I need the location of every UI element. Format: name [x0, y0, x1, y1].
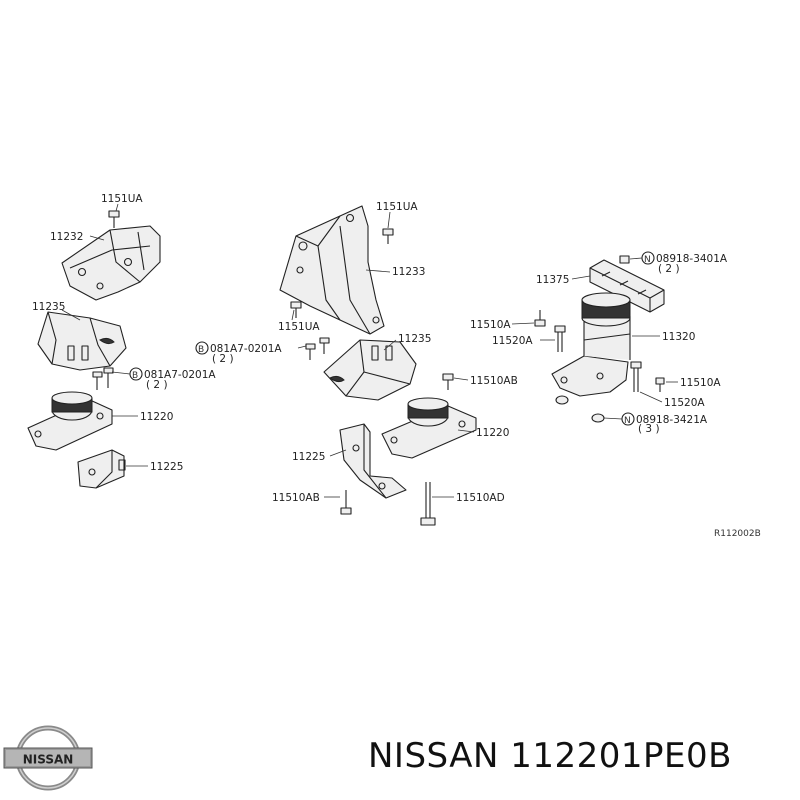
- bolt-1151UA-center-bottom: [290, 301, 302, 318]
- bolt-11510A-upper: [534, 310, 546, 327]
- bracket-11375: [589, 259, 665, 313]
- bracket-11233: [279, 205, 385, 335]
- label-11510AB-lower: 11510AB: [272, 492, 320, 504]
- bolt-11510AB-lower: [340, 490, 352, 515]
- bolt-11510AB-upper: [442, 373, 454, 390]
- nut-08918-3421A: [591, 413, 605, 423]
- nut-lower-left: [555, 395, 569, 405]
- label-1151UA-center-bottom: 1151UA: [278, 321, 320, 333]
- label-11235-center: 11235: [398, 333, 431, 345]
- label-081A7-center: 081A7-0201A: [210, 343, 282, 355]
- bolts-081A7-center: [305, 337, 330, 360]
- label-11375: 11375: [536, 274, 569, 286]
- label-11520A-upper: 11520A: [492, 335, 533, 347]
- label-081A7-left: 081A7-0201A: [144, 369, 216, 381]
- label-qty-lower-nut: ( 3 ): [638, 423, 660, 435]
- label-08918-3401A: 08918-3401A: [656, 253, 728, 265]
- stud-11520A-lower: [630, 361, 642, 392]
- bolt-1151UA-center-top: [382, 228, 394, 244]
- b-symbol-icon-center: [195, 341, 209, 355]
- label-11320: 11320: [662, 331, 695, 343]
- label-11510AB-upper: 11510AB: [470, 375, 518, 387]
- engine-mount-11220-left: [27, 391, 113, 451]
- engine-mount-11220-center: [381, 397, 477, 459]
- heat-shield-11235-center: [323, 339, 417, 401]
- label-qty-left: ( 2 ): [146, 379, 168, 391]
- label-11220-left: 11220: [140, 411, 173, 423]
- label-11235-left: 11235: [32, 301, 65, 313]
- label-11510A-lower: 11510A: [680, 377, 721, 389]
- diagram-reference: R112002B: [714, 529, 761, 539]
- heat-shield-11235-left: [37, 311, 127, 371]
- n-symbol-letter-upper: N: [644, 255, 651, 265]
- label-qty-center: ( 2 ): [212, 353, 234, 365]
- bolt-1151UA-left: [108, 210, 120, 228]
- label-qty-upper-nut: ( 2 ): [658, 263, 680, 275]
- bolt-11510AD: [420, 482, 436, 526]
- stud-11520A-upper: [554, 325, 566, 352]
- label-11225-left: 11225: [150, 461, 183, 473]
- label-11510AD: 11510AD: [456, 492, 505, 504]
- bracket-11225-left: [77, 449, 126, 489]
- label-08918-3421A: 08918-3421A: [636, 414, 708, 426]
- label-11232: 11232: [50, 231, 83, 243]
- engine-mount-11320: [551, 292, 631, 397]
- label-11510A-upper: 11510A: [470, 319, 511, 331]
- n-symbol-letter-lower: N: [624, 416, 631, 426]
- bolt-11510A-lower: [655, 377, 665, 392]
- label-1151UA-center-top: 1151UA: [376, 201, 418, 213]
- bracket-11232: [61, 225, 161, 301]
- label-11225-center: 11225: [292, 451, 325, 463]
- nut-08918-3401A: [619, 255, 630, 264]
- label-11220-center: 11220: [476, 427, 509, 439]
- b-symbol-letter-center: B: [198, 345, 204, 355]
- bracket-11225-center: [339, 423, 407, 499]
- nissan-logo: NISSAN: [2, 722, 94, 794]
- part-number-title: NISSAN 112201PE0B: [368, 736, 732, 776]
- label-11520A-lower: 11520A: [664, 397, 705, 409]
- bolts-081A7-left: [92, 367, 114, 390]
- label-1151UA-left: 1151UA: [101, 193, 143, 205]
- b-symbol-letter-left: B: [132, 371, 138, 381]
- logo-text: NISSAN: [23, 753, 74, 767]
- label-11233: 11233: [392, 266, 425, 278]
